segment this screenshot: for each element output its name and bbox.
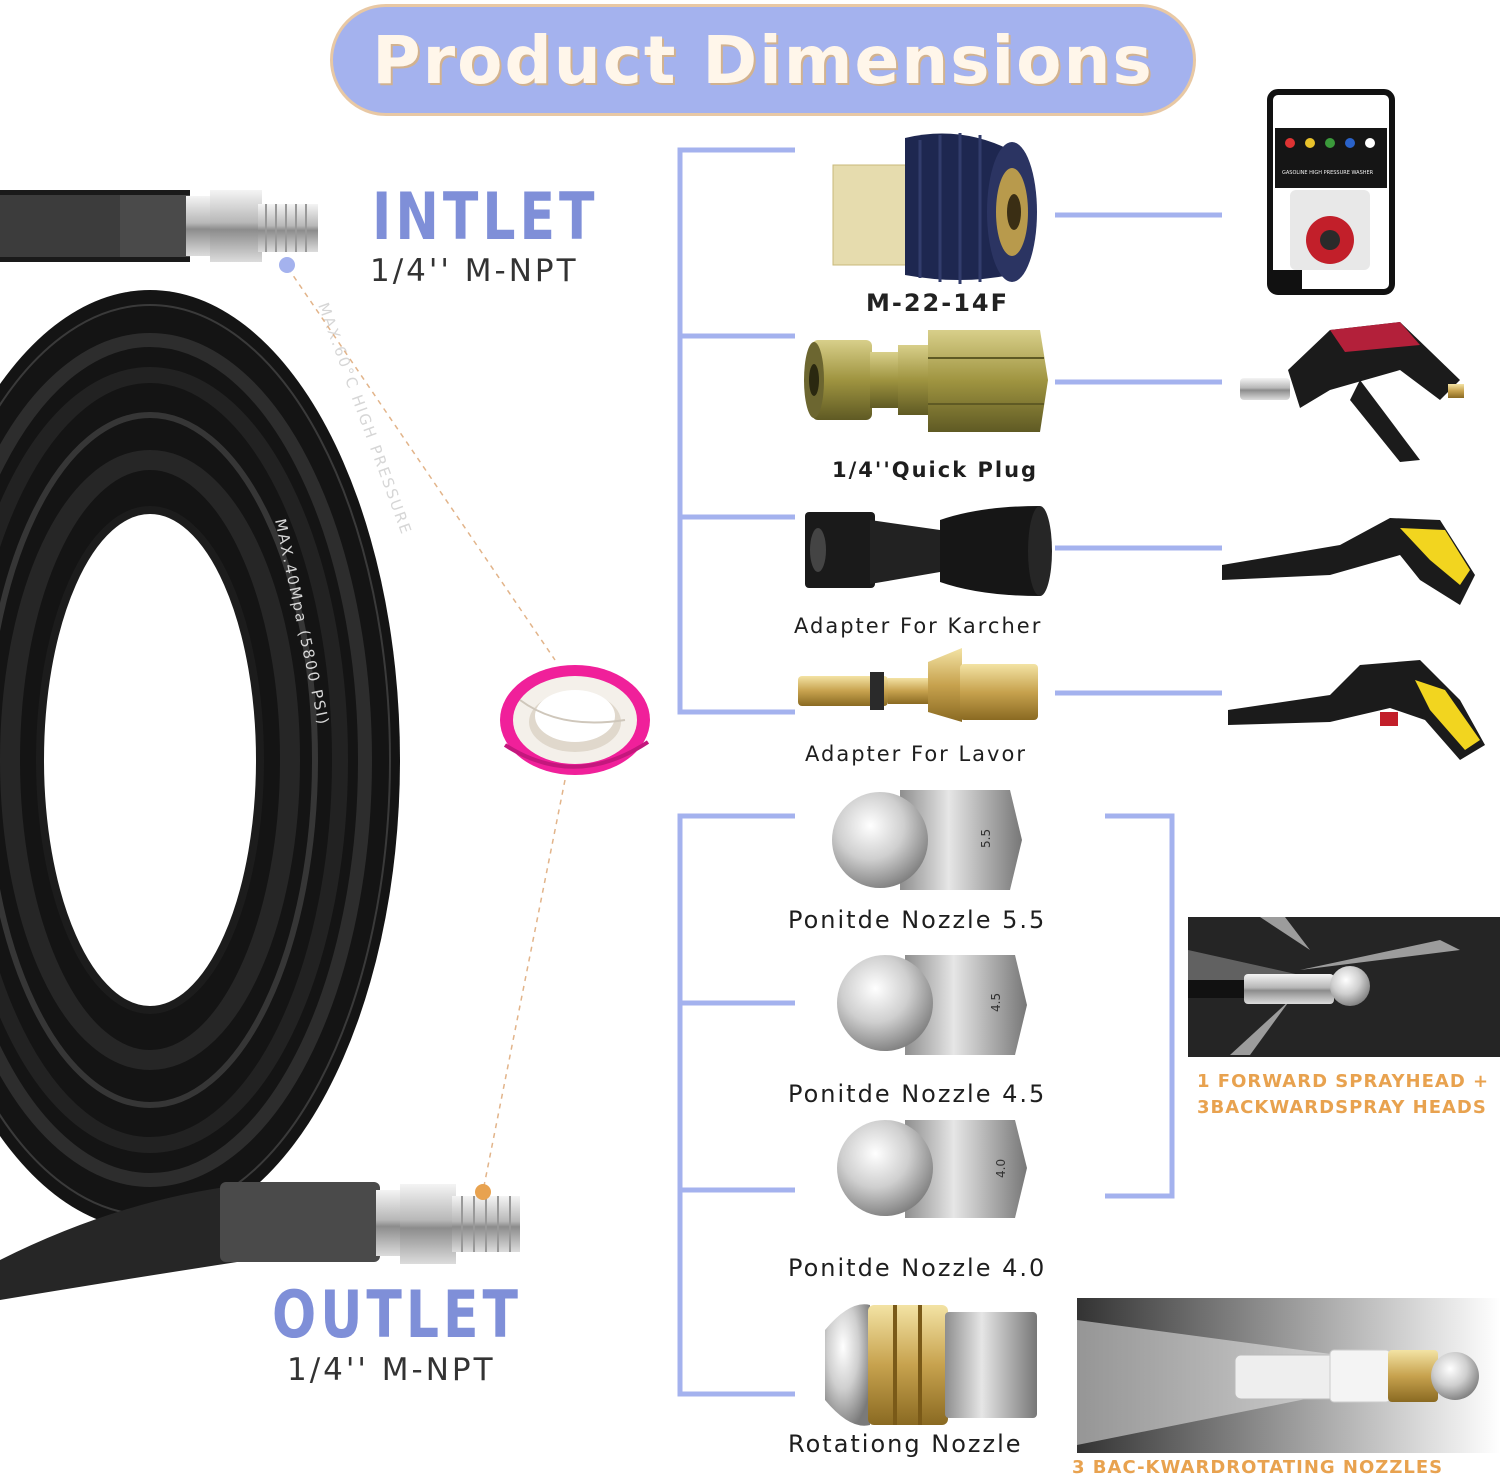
- adapter-label-quick-plug: 1/4''Quick Plug: [832, 458, 1039, 482]
- nozzle-label-55: Ponitde Nozzle 5.5: [788, 906, 1047, 934]
- m22-adapter-image: [832, 133, 1037, 284]
- nozzle-55-image: 5.5: [832, 790, 1022, 890]
- outlet-spec: 1/4'' M-NPT: [287, 1352, 496, 1388]
- karcher-adapter-image: [805, 506, 1052, 596]
- nozzle-55-engraving: 5.5: [979, 829, 993, 848]
- inlet-spec: 1/4'' M-NPT: [370, 253, 579, 289]
- spray-heads-note-line2: 3BACKWARDSPRAY HEADS: [1197, 1097, 1487, 1118]
- rotating-spray-photo: [1077, 1298, 1500, 1453]
- rotating-nozzle-image: [825, 1304, 1037, 1426]
- nozzle-label-rotating: Rotationg Nozzle: [788, 1430, 1023, 1458]
- inlet-heading: INTLET: [372, 180, 599, 255]
- spray-heads-photo: [1188, 917, 1500, 1057]
- rotating-note: 3 BAC-KWARDROTATING NOZZLES: [1072, 1457, 1444, 1478]
- adapter-label-m22: M-22-14F: [866, 289, 1009, 317]
- lavor-gun-image: [1228, 660, 1485, 760]
- spray-heads-note: 1 FORWARD SPRAYHEAD + 3BACKWARDSPRAY HEA…: [1197, 1069, 1489, 1121]
- spray-heads-note-line1: 1 FORWARD SPRAYHEAD +: [1197, 1071, 1490, 1092]
- page-title: Product Dimensions: [372, 21, 1154, 99]
- nozzle-label-40: Ponitde Nozzle 4.0: [788, 1254, 1047, 1282]
- title-banner: Product Dimensions: [330, 4, 1196, 116]
- nozzle-45-engraving: 4.5: [989, 993, 1003, 1012]
- nozzle-40-engraving: 4.0: [994, 1159, 1008, 1178]
- adapter-label-karcher: Adapter For Karcher: [794, 614, 1043, 638]
- inlet-dot: [279, 257, 295, 273]
- quick-plug-image: [804, 330, 1048, 432]
- karcher-gun-image: [1222, 518, 1475, 605]
- outlet-heading: OUTLET: [272, 1278, 523, 1353]
- adapter-label-lavor: Adapter For Lavor: [805, 742, 1027, 766]
- teflon-tape-image: [500, 665, 650, 775]
- nozzle-label-45: Ponitde Nozzle 4.5: [788, 1080, 1047, 1108]
- nozzle-40-image: 4.0: [837, 1120, 1027, 1218]
- bracket-lines: [677, 147, 1222, 1397]
- outlet-dot: [475, 1184, 491, 1200]
- spray-gun-image: [1240, 322, 1464, 462]
- machine-panel-text: GASOLINE HIGH PRESSURE WASHER: [1282, 170, 1374, 176]
- gasoline-washer-image: GASOLINE HIGH PRESSURE WASHER: [1267, 89, 1395, 295]
- nozzle-45-image: 4.5: [837, 955, 1027, 1055]
- hose-coil: MAX.60°C HIGH PRESSURE MAX.40Mpa (5800 P…: [0, 190, 520, 1300]
- lavor-adapter-image: [798, 648, 1038, 722]
